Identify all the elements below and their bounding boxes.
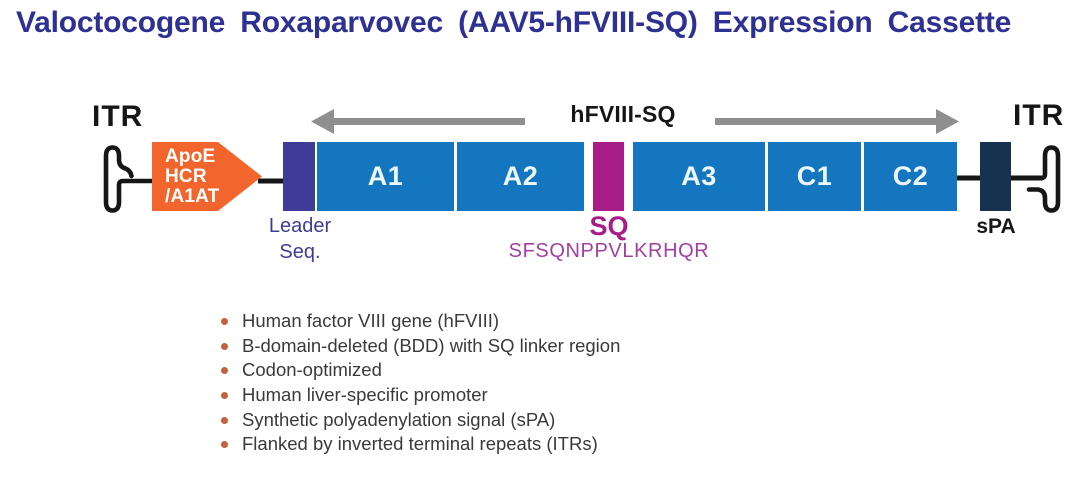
bullet-icon (221, 392, 228, 400)
spa-caption: sPA (976, 215, 1016, 238)
promoter-line-2: HCR (165, 165, 207, 187)
leader-seq-box (283, 142, 315, 211)
domain-a3-label: A3 (681, 161, 717, 191)
bullet-icon (221, 416, 228, 424)
left-itr-hairpin-icon (103, 145, 156, 213)
page-title: Valoctocogene Roxaparvovec (AAV5-hFVIII-… (16, 6, 1012, 39)
bullet-icon (221, 342, 228, 350)
sq-sequence-text: SFSQNPPVLKRHQR (508, 240, 710, 262)
bullet-text: Synthetic polyadenylation signal (sPA) (242, 408, 556, 430)
domain-c2-box: C2 (864, 142, 957, 211)
itr-right-label: ITR (1013, 99, 1065, 132)
list-item: Codon-optimized (221, 358, 620, 383)
itr-left-label: ITR (92, 100, 144, 133)
list-item: B-domain-deleted (BDD) with SQ linker re… (221, 334, 620, 359)
leader-caption-line2: Seq. (279, 241, 321, 263)
domain-c1-box: C1 (768, 142, 861, 211)
leader-caption-line1: Leader (268, 215, 332, 237)
feature-list: Human factor VIII gene (hFVIII) B-domain… (221, 309, 620, 457)
domain-a2-label: A2 (502, 161, 539, 191)
bullet-icon (221, 367, 228, 375)
sq-caption: SQ (589, 211, 629, 241)
right-itr-hairpin-icon (1007, 145, 1061, 213)
domain-a2-box: A2 (457, 142, 584, 211)
domain-c2-label: C2 (892, 161, 929, 191)
list-item: Human factor VIII gene (hFVIII) (221, 309, 620, 334)
list-item: Synthetic polyadenylation signal (sPA) (221, 408, 620, 433)
bullet-text: Flanked by inverted terminal repeats (IT… (242, 433, 598, 455)
bullet-icon (221, 318, 228, 325)
leader-seq-caption: Leader Seq. (255, 213, 345, 265)
domain-a1-box: A1 (317, 142, 454, 211)
bullet-text: Codon-optimized (242, 359, 382, 381)
domain-c1-label: C1 (796, 161, 833, 191)
hfviii-right-arrow-head (936, 109, 959, 134)
list-item: Human liver-specific promoter (221, 383, 620, 408)
bullet-icon (221, 441, 228, 449)
sq-linker-box (593, 142, 624, 211)
list-item: Flanked by inverted terminal repeats (IT… (221, 432, 620, 457)
promoter-line-1: ApoE (165, 145, 216, 167)
promoter-line-3: /A1AT (165, 185, 220, 207)
bullet-text: Human liver-specific promoter (242, 384, 488, 406)
bullet-text: B-domain-deleted (BDD) with SQ linker re… (242, 334, 621, 356)
hfviii-sq-span-label: hFVIII-SQ (570, 101, 676, 127)
spa-box (980, 142, 1011, 211)
domain-a1-label: A1 (367, 161, 404, 191)
domain-a3-box: A3 (633, 142, 765, 211)
hfviii-left-arrow-head (311, 109, 334, 134)
promoter-apoe-hcr-a1at: ApoE HCR /A1AT (152, 142, 262, 211)
bullet-text: Human factor VIII gene (hFVIII) (242, 310, 500, 331)
